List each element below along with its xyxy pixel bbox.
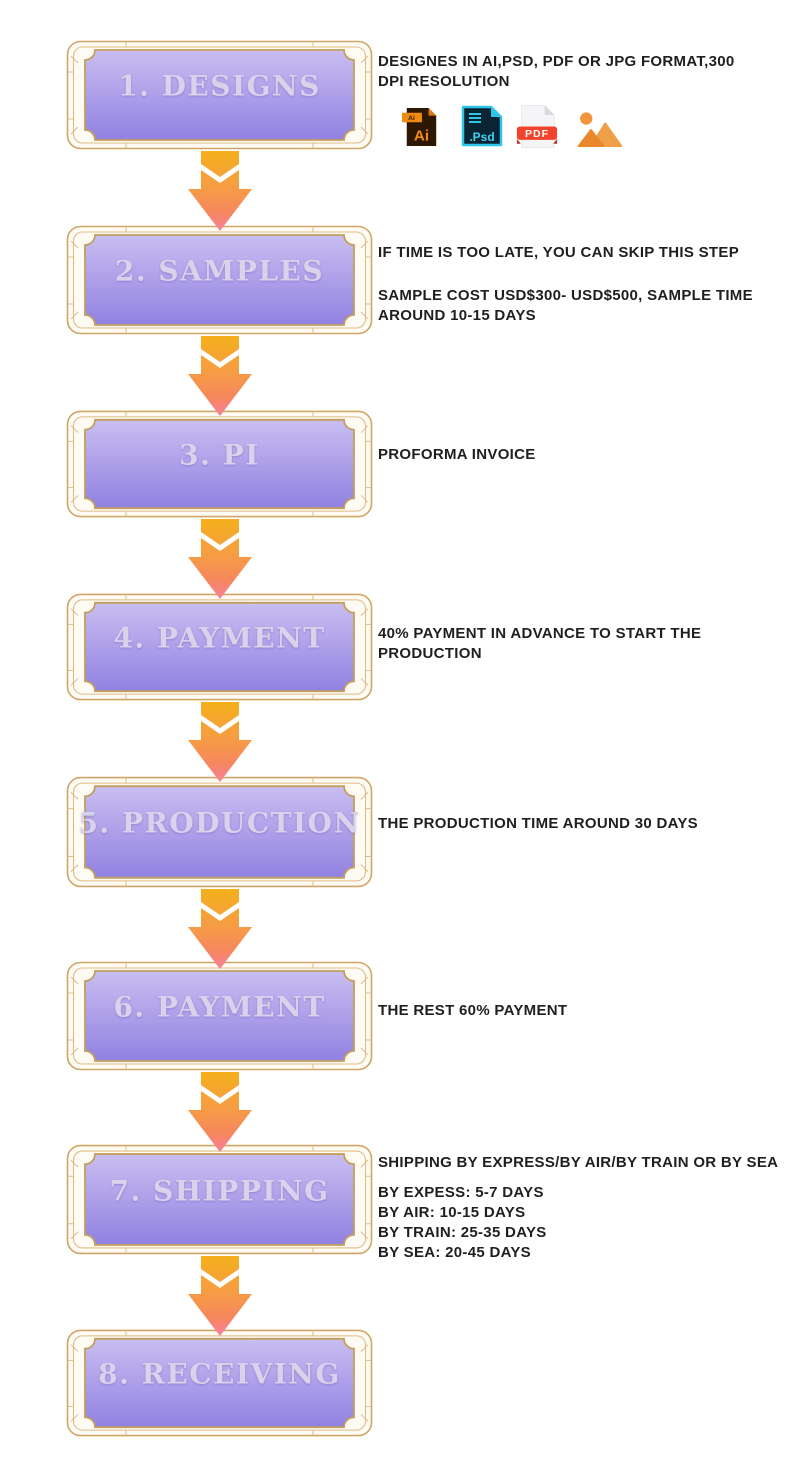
down-arrow-icon xyxy=(188,1256,252,1336)
step-box-pi: 3. PI xyxy=(66,410,373,518)
description-designs: DESIGNES IN AI,PSD, PDF OR JPG FORMAT,30… xyxy=(378,53,735,90)
ai-tab-label: Ai xyxy=(408,115,415,122)
step-box-samples: 2. SAMPLES xyxy=(66,225,373,335)
step-box-designs: 1. DESIGNS xyxy=(66,40,373,150)
step-label-payment-2: 6. PAYMENT xyxy=(113,990,326,1024)
step-label-receiving: 8. RECEIVING xyxy=(98,1357,341,1391)
ornate-frame xyxy=(66,593,373,701)
file-format-icons: Ai Ai .Psd PDF xyxy=(402,104,622,149)
step-label-production: 5. PRODUCTION xyxy=(78,806,361,840)
down-arrow-icon xyxy=(188,336,252,416)
step-label-pi: 3. PI xyxy=(179,438,260,472)
down-arrow-icon xyxy=(188,1072,252,1152)
step-box-payment-2: 6. PAYMENT xyxy=(66,961,373,1071)
psd-label: .Psd xyxy=(469,130,494,144)
ai-label: Ai xyxy=(414,127,429,144)
step-label-shipping: 7. SHIPPING xyxy=(109,1174,330,1208)
step-label-payment-1: 4. PAYMENT xyxy=(113,621,326,655)
description-payment-1: 40% PAYMENT IN ADVANCE TO START THE PROD… xyxy=(378,625,702,662)
description-shipping-times: BY EXPESS: 5-7 DAYS BY AIR: 10-15 DAYS B… xyxy=(378,1184,547,1261)
down-arrow-icon xyxy=(188,519,252,599)
ornate-frame xyxy=(66,225,373,335)
down-arrow-icon xyxy=(188,151,252,231)
ornate-frame xyxy=(66,1144,373,1255)
description-samples-cost: SAMPLE COST USD$300- USD$500, SAMPLE TIM… xyxy=(378,287,753,324)
step-label-samples: 2. SAMPLES xyxy=(114,254,325,288)
description-pi: PROFORMA INVOICE xyxy=(378,446,536,463)
down-arrow-icon xyxy=(188,702,252,782)
pdf-label: PDF xyxy=(525,128,549,140)
ornate-frame xyxy=(66,40,373,150)
description-production: THE PRODUCTION TIME AROUND 30 DAYS xyxy=(378,815,698,832)
pdf-file-icon: PDF xyxy=(516,104,558,149)
description-payment-2: THE REST 60% PAYMENT xyxy=(378,1002,568,1019)
ornate-frame xyxy=(66,1329,373,1437)
step-box-receiving: 8. RECEIVING xyxy=(66,1329,373,1437)
step-box-shipping: 7. SHIPPING xyxy=(66,1144,373,1255)
description-shipping-heading: SHIPPING BY EXPRESS/BY AIR/BY TRAIN OR B… xyxy=(378,1154,779,1171)
step-box-production: 5. PRODUCTION xyxy=(66,776,373,888)
ornate-frame xyxy=(66,961,373,1071)
description-samples-skip: IF TIME IS TOO LATE, YOU CAN SKIP THIS S… xyxy=(378,244,739,261)
down-arrow-icon xyxy=(188,889,252,969)
step-label-designs: 1. DESIGNS xyxy=(118,69,321,103)
ornate-frame xyxy=(66,776,373,888)
ai-file-icon: Ai Ai xyxy=(402,108,437,146)
jpg-image-icon xyxy=(577,112,622,147)
psd-file-icon: .Psd xyxy=(461,105,503,147)
step-box-payment-1: 4. PAYMENT xyxy=(66,593,373,701)
